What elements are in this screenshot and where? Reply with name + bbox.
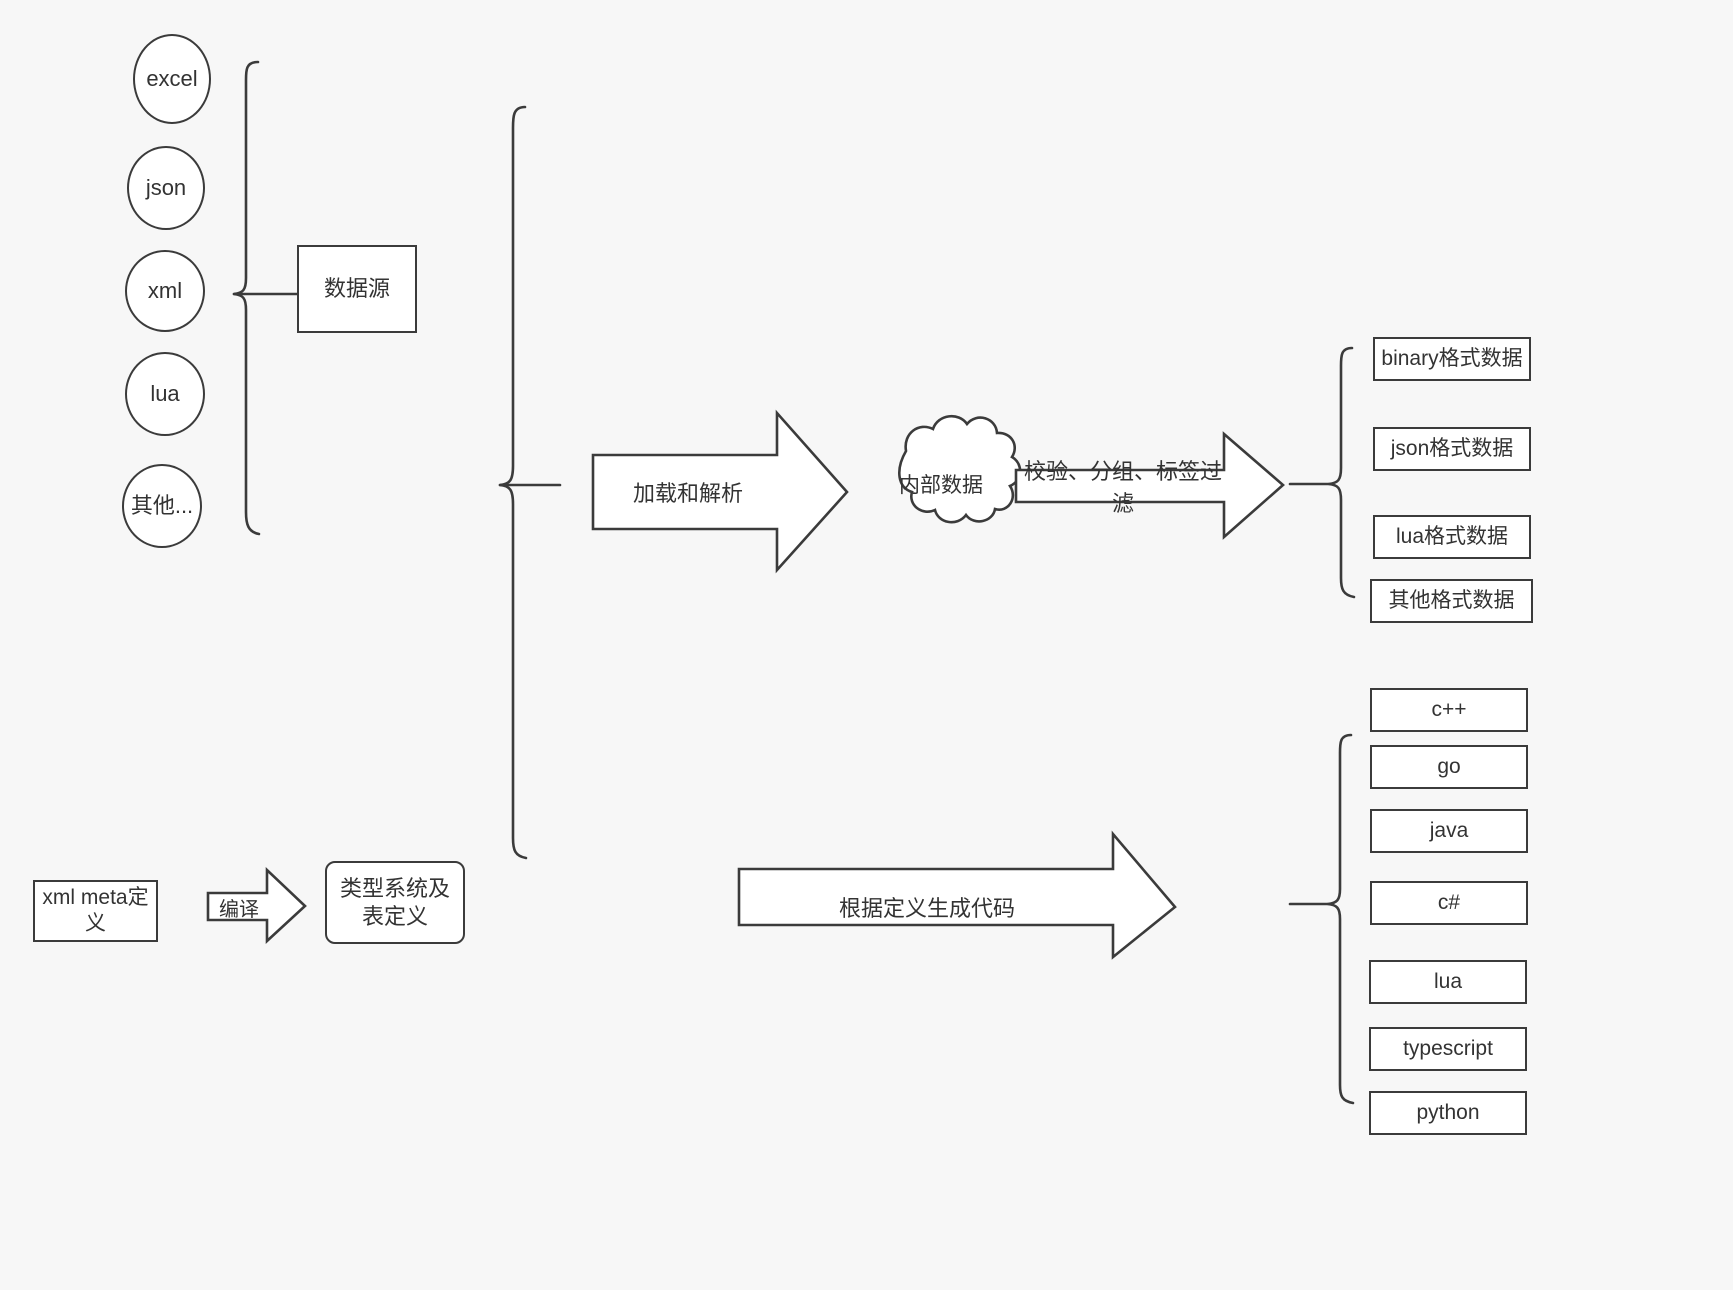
output-language-label: go xyxy=(1437,754,1461,778)
output-format-label: 其他格式数据 xyxy=(1388,588,1515,612)
output-format-label: json格式数据 xyxy=(1390,436,1514,460)
stage-brace xyxy=(498,105,562,860)
source-node-lua[interactable]: lua xyxy=(125,352,205,436)
source-node-xml[interactable]: xml xyxy=(125,250,205,332)
data-source-label: 数据源 xyxy=(323,276,390,302)
type-system-definition-box[interactable]: 类型系统及表定义 xyxy=(325,861,465,944)
output-language-cpp[interactable]: c++ xyxy=(1370,688,1528,732)
output-language-label: c# xyxy=(1437,890,1461,914)
internal-data-cloud xyxy=(898,415,1022,524)
type-system-label: 类型系统及表定义 xyxy=(339,876,450,929)
output-language-go[interactable]: go xyxy=(1370,745,1528,789)
data-source-box[interactable]: 数据源 xyxy=(297,245,417,333)
source-label: xml xyxy=(147,278,183,304)
output-format-label: lua格式数据 xyxy=(1395,524,1509,548)
source-label: lua xyxy=(150,381,180,407)
output-language-label: java xyxy=(1429,818,1469,842)
load-parse-arrow xyxy=(591,409,849,574)
languages-brace xyxy=(1288,733,1355,1105)
output-language-label: python xyxy=(1416,1100,1480,1124)
sources-brace xyxy=(232,60,299,536)
output-format-json[interactable]: json格式数据 xyxy=(1373,427,1531,471)
validate-group-filter-arrow xyxy=(1014,431,1285,540)
xml-meta-definition-box[interactable]: xml meta定义 xyxy=(33,880,158,942)
output-format-lua[interactable]: lua格式数据 xyxy=(1373,515,1531,559)
output-language-lua[interactable]: lua xyxy=(1369,960,1527,1004)
source-label: excel xyxy=(146,66,198,92)
source-label: json xyxy=(145,175,187,201)
output-language-csharp[interactable]: c# xyxy=(1370,881,1528,925)
output-language-label: lua xyxy=(1433,969,1463,993)
output-language-java[interactable]: java xyxy=(1370,809,1528,853)
compile-arrow xyxy=(206,866,307,944)
source-node-json[interactable]: json xyxy=(127,146,205,230)
codegen-arrow xyxy=(737,830,1177,960)
output-format-label: binary格式数据 xyxy=(1381,346,1523,370)
output-format-binary[interactable]: binary格式数据 xyxy=(1373,337,1531,381)
output-format-other[interactable]: 其他格式数据 xyxy=(1370,579,1533,623)
output-language-python[interactable]: python xyxy=(1369,1091,1527,1135)
source-node-excel[interactable]: excel xyxy=(133,34,211,124)
internal-data-label: 内部数据 xyxy=(896,466,986,502)
source-label: 其他... xyxy=(130,493,194,519)
output-language-label: c++ xyxy=(1431,697,1467,721)
data-formats-brace xyxy=(1288,346,1356,599)
source-node-other[interactable]: 其他... xyxy=(122,464,202,548)
xml-meta-label: xml meta定义 xyxy=(42,885,149,935)
internal-data-text: 内部数据 xyxy=(899,474,983,497)
output-language-label: typescript xyxy=(1403,1036,1493,1060)
output-language-typescript[interactable]: typescript xyxy=(1369,1027,1527,1071)
